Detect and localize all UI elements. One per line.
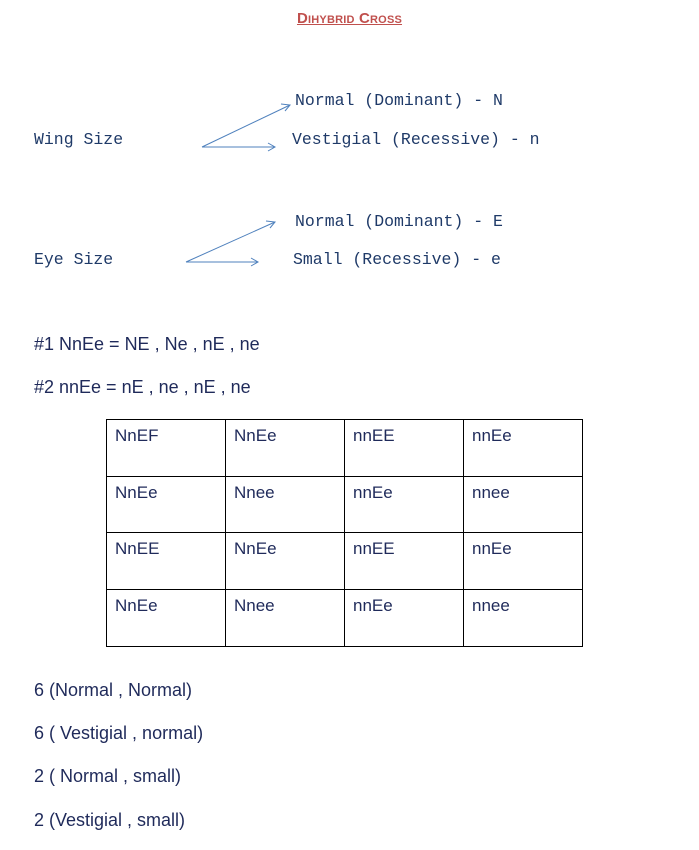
table-cell: Nnee	[225, 476, 345, 533]
result-vestigial-normal: 6 ( Vestigial , normal)	[34, 723, 204, 743]
trait-arrows	[185, 103, 291, 267]
punnett-square: NnEF NnEe nnEE nnEe NnEe Nnee nnEe nnee …	[106, 419, 583, 647]
result-normal-normal: 6 (Normal , Normal)	[34, 680, 193, 700]
gametes-parent-2: #2 nnEe = nE , ne , nE , ne	[34, 377, 251, 397]
table-row: NnEF NnEe nnEE nnEe	[106, 419, 583, 477]
table-cell: nnee	[463, 589, 583, 647]
table-cell: NnEe	[106, 589, 226, 647]
table-cell: nnEe	[344, 589, 464, 647]
gametes-parent-1: #1 NnEe = NE , Ne , nE , ne	[34, 334, 260, 354]
table-cell: NnEe	[106, 476, 226, 533]
table-row: NnEe Nnee nnEe nnee	[106, 589, 583, 647]
trait-eye-dominant: Normal (Dominant) - E	[295, 212, 503, 231]
result-vestigial-small: 2 (Vestigial , small)	[34, 810, 186, 830]
wing-dominant-arrow	[201, 104, 291, 148]
trait-wing-size-label: Wing Size	[34, 130, 124, 149]
trait-eye-recessive: Small (Recessive) - e	[293, 250, 501, 269]
table-row: NnEE NnEe nnEE nnEe	[106, 532, 583, 590]
table-cell: nnee	[463, 476, 583, 533]
table-cell: NnEe	[225, 419, 345, 477]
page-title: Dihybrid Cross	[296, 10, 403, 27]
table-row: NnEe Nnee nnEe nnee	[106, 476, 583, 533]
result-normal-small: 2 ( Normal , small)	[34, 766, 182, 786]
table-cell: NnEE	[106, 532, 226, 590]
table-cell: nnEE	[344, 532, 464, 590]
trait-wing-recessive: Vestigial (Recessive) - n	[292, 130, 540, 149]
table-cell: nnEe	[463, 532, 583, 590]
table-cell: nnEe	[463, 419, 583, 477]
table-cell: nnEe	[344, 476, 464, 533]
eye-dominant-arrow	[185, 221, 276, 263]
trait-wing-dominant: Normal (Dominant) - N	[295, 91, 503, 110]
table-cell: NnEF	[106, 419, 226, 477]
table-cell: NnEe	[225, 532, 345, 590]
table-cell: Nnee	[225, 589, 345, 647]
table-cell: nnEE	[344, 419, 464, 477]
trait-eye-size-label: Eye Size	[34, 250, 114, 269]
